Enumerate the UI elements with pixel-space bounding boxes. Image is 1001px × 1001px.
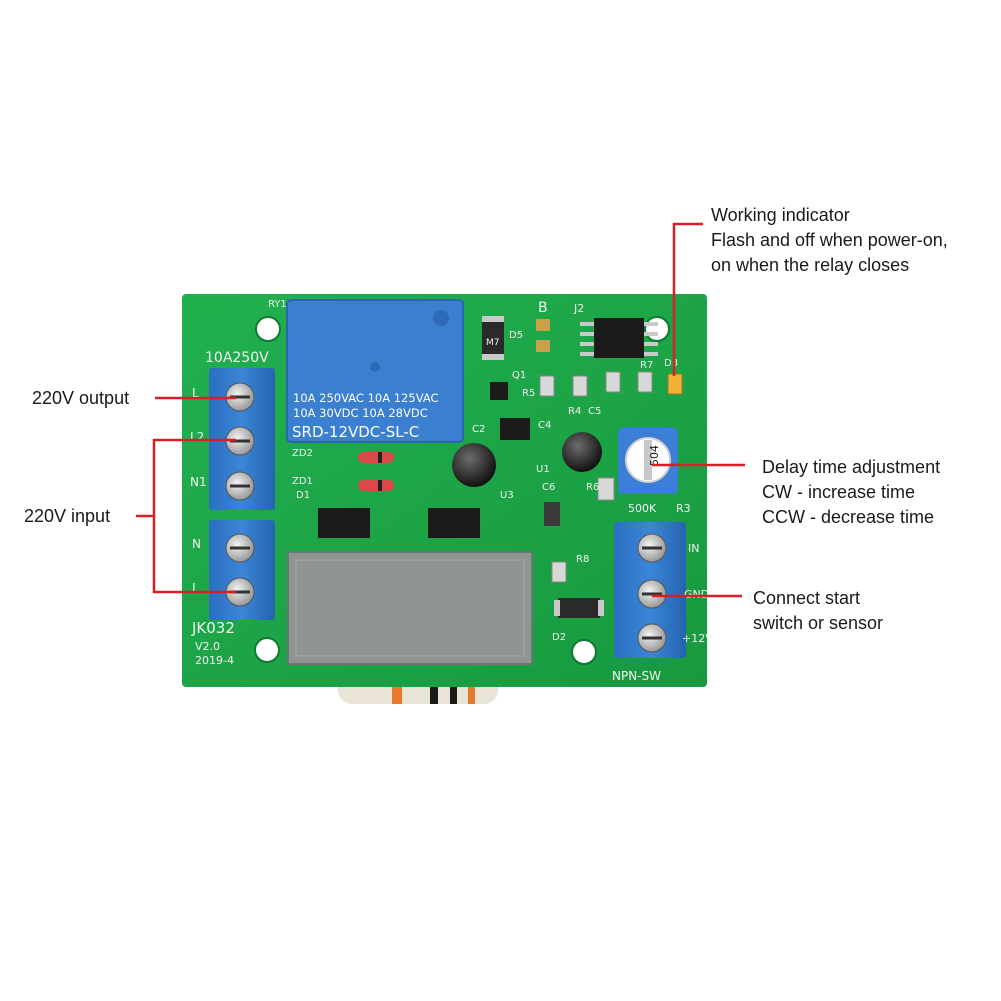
relay-rating-line1: 10A 250VAC 10A 125VAC: [293, 391, 439, 405]
component-ref: U1: [536, 464, 550, 475]
pot-marking: 504: [648, 445, 661, 466]
callout-title: Working indicator: [711, 205, 850, 225]
component-ref: C4: [538, 420, 551, 431]
version-label: V2.0: [195, 640, 220, 653]
silkscreen-labels: 10A250V RY1 JK032 V2.0 2019-4 500K R3 NP…: [190, 299, 713, 683]
component-ref: R4: [568, 406, 581, 417]
callout-title: 220V input: [24, 506, 111, 526]
callout-detail: CCW - decrease time: [762, 507, 935, 527]
component-ref: C5: [588, 406, 601, 417]
pot-ref-label: R3: [676, 502, 691, 515]
relay-ref: RY1: [268, 299, 287, 310]
model-label: JK032: [191, 619, 235, 637]
diode-d2: [554, 598, 604, 618]
delay-callout: Delay time adjustment CW - increase time…: [762, 455, 940, 530]
date-label: 2019-4: [195, 654, 234, 667]
left-terminal-label: N: [192, 537, 201, 551]
callout-detail: CW - increase time: [762, 482, 916, 502]
callout-title: Delay time adjustment: [762, 457, 941, 477]
component-ref: B: [538, 300, 548, 316]
relay-model: SRD-12VDC-SL-C: [292, 423, 419, 441]
component-ref: ZD2: [292, 448, 313, 459]
component-ref: R8: [576, 554, 589, 565]
left-terminal-label: L: [192, 581, 199, 595]
working-indicator-callout: Working indicator Flash and off when pow…: [711, 203, 948, 278]
component-ref: J2: [573, 302, 584, 315]
left-terminal-label: L: [192, 386, 199, 400]
left-terminal-label: L2: [190, 430, 204, 444]
input-callout: 220V input: [24, 504, 110, 529]
switch-label: NPN-SW: [612, 669, 661, 683]
rating-label: 10A250V: [205, 350, 269, 366]
callout-detail: on when the relay closes: [711, 255, 910, 275]
right-terminal-label: IN: [688, 542, 699, 555]
left-terminal-label: N1: [190, 475, 207, 489]
potentiometer: 504: [618, 428, 678, 494]
component-ref: ZD1: [292, 476, 313, 487]
pot-value-label: 500K: [628, 502, 657, 515]
callout-line-input-lower: [152, 516, 236, 594]
component-ref: R7: [640, 360, 653, 371]
component-ref: R6: [586, 482, 599, 493]
callout-line-indicator: [672, 222, 703, 376]
transformer: [287, 551, 533, 665]
start-switch-callout: Connect start switch or sensor: [753, 586, 883, 636]
component-ref: D1: [296, 490, 310, 501]
ic-chip: [580, 318, 658, 358]
component-ref: Q1: [512, 370, 526, 381]
callout-line-input: [136, 438, 236, 518]
diode-d5: M7: [482, 316, 504, 360]
output-callout: 220V output: [32, 386, 129, 411]
callout-title: Connect start: [753, 588, 861, 608]
electrolytic-capacitors: [452, 432, 602, 487]
relay: 10A 250VAC 10A 125VAC 10A 30VDC 10A 28VD…: [286, 299, 464, 443]
output-terminal-block: [209, 368, 275, 510]
component-ref: U3: [500, 490, 514, 501]
right-terminal-label: GND: [684, 588, 709, 601]
component-ref: C6: [542, 482, 555, 493]
component-ref: D5: [509, 330, 523, 341]
callout-detail: Flash and off when power-on,: [711, 230, 948, 250]
optocouplers: [318, 508, 480, 538]
right-terminal-label: +12V: [682, 632, 713, 645]
component-ref: D3: [664, 358, 678, 369]
diode-marking: M7: [486, 338, 500, 348]
callout-title: 220V output: [32, 388, 130, 408]
input-terminal-block: [209, 520, 275, 620]
zener-diodes: [358, 452, 394, 491]
component-ref: D2: [552, 632, 566, 643]
component-ref: C2: [472, 424, 485, 435]
component-ref: R5: [522, 388, 535, 399]
relay-rating-line2: 10A 30VDC 10A 28VDC: [293, 406, 428, 420]
callout-detail: switch or sensor: [753, 613, 884, 633]
callout-lines: [136, 222, 745, 598]
switch-terminal-block: [614, 522, 686, 658]
